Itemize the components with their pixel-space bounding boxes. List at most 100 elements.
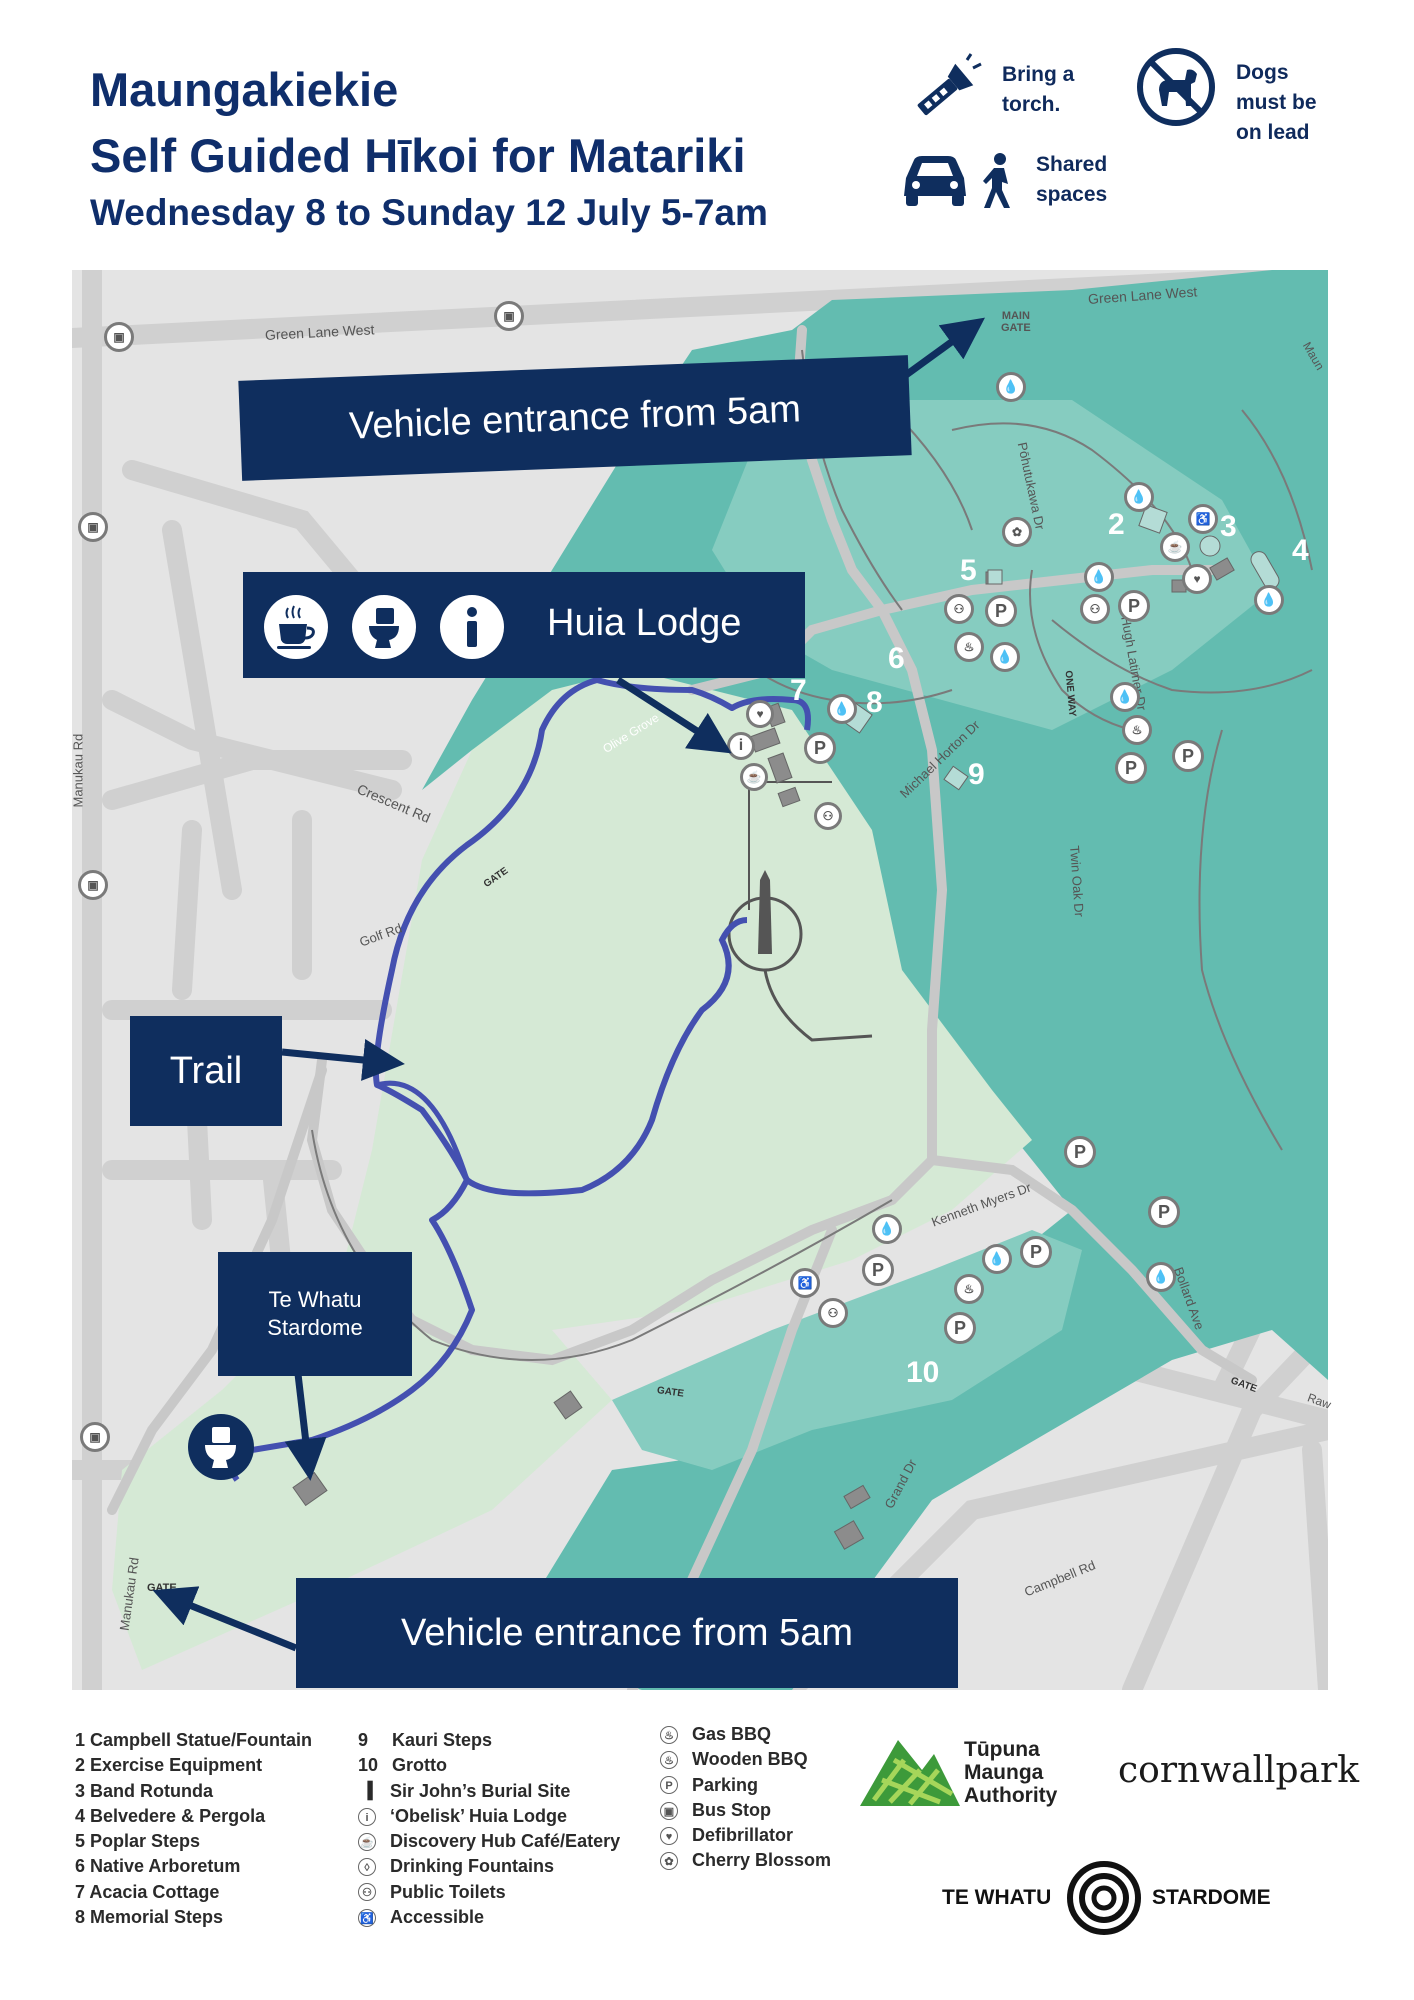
defibrillator-icon: ♥ bbox=[660, 1826, 678, 1845]
drinking-fountain-icon: 💧 bbox=[982, 1244, 1012, 1274]
legend-column-2: 9 Kauri Steps 10 Grotto ▍ Sir John’s Burial… bbox=[358, 1728, 620, 1930]
huia-lodge-label: Huia Lodge bbox=[547, 602, 742, 644]
map-number-3: 3 bbox=[1220, 510, 1237, 543]
map-number-6: 6 bbox=[888, 642, 905, 675]
bus-stop-icon: ▣ bbox=[78, 870, 108, 900]
toilets-icon: ⚇ bbox=[818, 1298, 848, 1328]
cornwall-park-logo: cornwallpark bbox=[1118, 1750, 1360, 1791]
info-icon: i bbox=[727, 732, 755, 760]
drinking-fountain-icon: ◊ bbox=[358, 1858, 376, 1877]
legend-label: Kauri Steps bbox=[392, 1730, 493, 1750]
accessible-icon: ♿ bbox=[358, 1908, 376, 1927]
vehicle-entrance-bottom-callout: Vehicle entrance from 5am bbox=[296, 1578, 958, 1688]
legend-label: Cherry Blossom bbox=[692, 1850, 832, 1871]
parking-icon: P bbox=[944, 1312, 976, 1344]
obelisk-icon: ▍ bbox=[367, 1782, 381, 1800]
parking-icon: P bbox=[1115, 752, 1147, 784]
defibrillator-icon: ♥ bbox=[746, 700, 774, 728]
legend-item-grotto: 10 Grotto bbox=[358, 1753, 620, 1778]
cafe-icon: ☕ bbox=[358, 1832, 376, 1851]
drinking-fountain-icon: 💧 bbox=[1124, 482, 1154, 512]
drinking-fountain-icon: 💧 bbox=[990, 642, 1020, 672]
legend-item-huia-lodge: i ‘Obelisk’ Huia Lodge bbox=[358, 1804, 620, 1829]
stardome-label: Te Whatu Stardome bbox=[267, 1287, 363, 1340]
wooden-bbq-icon: ♨ bbox=[1122, 715, 1152, 745]
legend-item-acacia-cottage: 7 Acacia Cottage bbox=[75, 1881, 220, 1902]
legend-label: Drinking Fountains bbox=[390, 1856, 554, 1877]
stardome-logo-mark bbox=[1067, 1861, 1141, 1935]
toilets-icon: ⚇ bbox=[814, 802, 842, 830]
parking-icon: P bbox=[1064, 1136, 1096, 1168]
legend-column-1: 1 Campbell Statue/Fountain 2 Exercise Eq… bbox=[75, 1728, 312, 1930]
map-number-4: 4 bbox=[1292, 534, 1309, 567]
legend-label: Sir John’s Burial Site bbox=[390, 1780, 571, 1801]
parking-icon: P bbox=[1020, 1236, 1052, 1268]
drinking-fountain-icon: 💧 bbox=[1254, 585, 1284, 615]
bus-stop-icon: ▣ bbox=[104, 322, 134, 352]
legend-item-accessible: ♿Accessible bbox=[358, 1905, 620, 1930]
legend-item-public-toilets: ⚇Public Toilets bbox=[358, 1880, 620, 1905]
map-title: Maungakiekie bbox=[90, 63, 399, 116]
torch-icon bbox=[917, 53, 982, 116]
legend-item-kauri-steps: 9 Kauri Steps bbox=[358, 1728, 620, 1753]
legend-item-bus-stop: ▣Bus Stop bbox=[660, 1798, 831, 1823]
map-number-9: 9 bbox=[968, 758, 985, 791]
tupuna-maunga-authority-logo: Tūpuna Maunga Authority bbox=[964, 1738, 1058, 1807]
cafe-icon bbox=[264, 595, 328, 659]
bus-stop-icon: ▣ bbox=[660, 1801, 678, 1820]
trail-callout: Trail bbox=[130, 1016, 282, 1126]
cherry-blossom-icon: ✿ bbox=[1002, 517, 1032, 547]
stardome-toilet-badge bbox=[188, 1414, 254, 1480]
toilets-icon: ⚇ bbox=[358, 1883, 376, 1902]
main-gate-label: MAIN GATE bbox=[1001, 310, 1031, 334]
defibrillator-icon: ♥ bbox=[1182, 564, 1212, 594]
map-number-7: 7 bbox=[790, 674, 807, 707]
legend-item-wooden-bbq: ♨Wooden BBQ bbox=[660, 1747, 831, 1772]
map-number-8: 8 bbox=[866, 686, 883, 719]
legend-item-burial-site: ▍ Sir John’s Burial Site bbox=[358, 1779, 620, 1804]
legend-item-discovery-hub: ☕ Discovery Hub Café/Eatery bbox=[358, 1829, 620, 1854]
legend-label: Gas BBQ bbox=[692, 1724, 772, 1744]
legend-label: Defibrillator bbox=[692, 1825, 794, 1846]
car-icon bbox=[904, 156, 966, 206]
parking-icon: P bbox=[804, 732, 836, 764]
trail-label: Trail bbox=[169, 1049, 243, 1092]
cafe-icon: ☕ bbox=[740, 763, 768, 791]
drinking-fountain-icon: 💧 bbox=[872, 1214, 902, 1244]
pedestrian-icon bbox=[983, 153, 1010, 208]
legend-label: Discovery Hub Café/Eatery bbox=[390, 1831, 621, 1852]
drinking-fountain-icon: 💧 bbox=[996, 372, 1026, 402]
parking-icon: P bbox=[1148, 1196, 1180, 1228]
legend-key: 9 bbox=[358, 1730, 369, 1750]
dogs-notice: Dogs must be on lead bbox=[1236, 61, 1317, 144]
toilet-icon bbox=[205, 1427, 236, 1468]
wooden-bbq-icon: ♨ bbox=[660, 1750, 678, 1769]
legend-item-native-arboretum: 6 Native Arboretum bbox=[75, 1856, 241, 1877]
legend-item-cherry-blossom: ✿ Cherry Blossom bbox=[660, 1848, 831, 1873]
parking-icon: P bbox=[862, 1254, 894, 1286]
legend-key: 10 bbox=[358, 1755, 379, 1776]
legend-item-campbell-statue: 1 Campbell Statue/Fountain bbox=[75, 1730, 313, 1750]
legend-item-poplar-steps: 5 Poplar Steps bbox=[75, 1831, 201, 1852]
te-whatu-logo-text: TE WHATU bbox=[942, 1886, 1052, 1909]
legend-label: ‘Obelisk’ Huia Lodge bbox=[390, 1805, 568, 1826]
gas-bbq-icon: ♨ bbox=[660, 1725, 678, 1744]
event-dates: Wednesday 8 to Sunday 12 July 5-7am bbox=[90, 192, 768, 233]
info-icon: i bbox=[358, 1807, 376, 1826]
gas-bbq-icon: ♨ bbox=[954, 1274, 984, 1304]
gas-bbq-icon: ♨ bbox=[954, 632, 984, 662]
bus-stop-icon: ▣ bbox=[78, 512, 108, 542]
parking-icon: P bbox=[660, 1776, 678, 1795]
legend-item-gas-bbq: ♨ Gas BBQ bbox=[660, 1722, 831, 1747]
bus-stop-icon: ▣ bbox=[80, 1422, 110, 1452]
toilets-icon: ⚇ bbox=[944, 594, 974, 624]
drinking-fountain-icon: 💧 bbox=[1146, 1262, 1176, 1292]
parking-icon: P bbox=[1118, 590, 1150, 622]
no-dogs-off-lead-icon bbox=[1137, 48, 1215, 126]
tupuna-maunga-logo-mark bbox=[860, 1740, 960, 1806]
cherry-blossom-icon: ✿ bbox=[660, 1852, 678, 1871]
stardome-callout: Te Whatu Stardome bbox=[218, 1252, 412, 1376]
legend-label: Grotto bbox=[392, 1755, 447, 1776]
